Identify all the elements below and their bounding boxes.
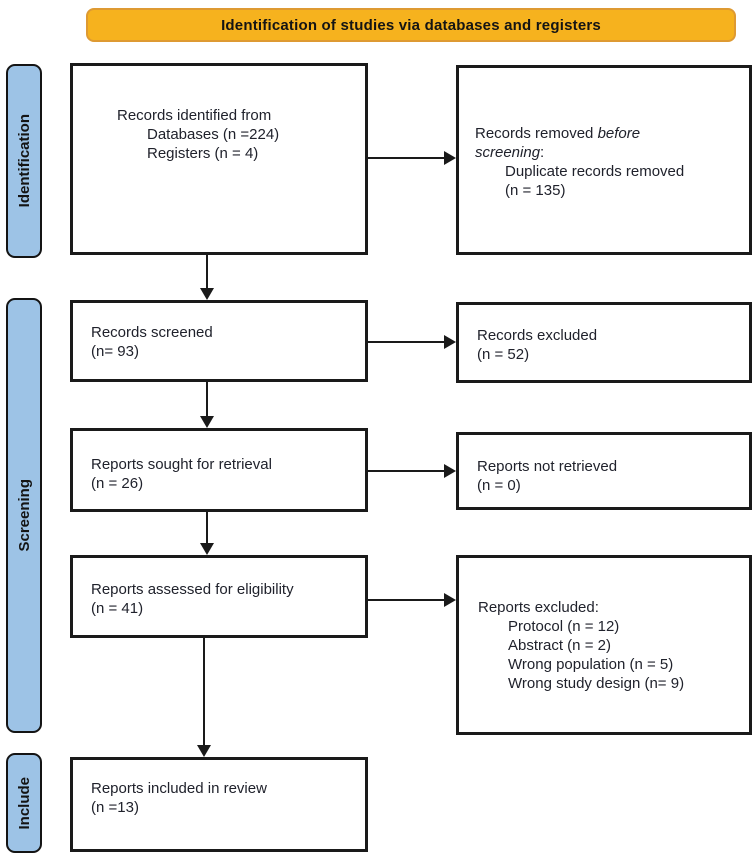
box-text-line: (n = 41) [91, 600, 144, 617]
box-text-segment-italic: screening [475, 144, 541, 161]
stage-include-text: Include [15, 776, 33, 830]
box-text-line: Registers (n = 4) [147, 145, 259, 162]
arrowhead-right-icon [444, 593, 456, 607]
box-text-segment: : [540, 144, 545, 161]
stage-label-include: Include [6, 753, 42, 853]
box-text-line: Reports excluded: [478, 599, 599, 616]
box-text-line: Reports included in review [91, 780, 267, 797]
box-text-line: Protocol (n = 12) [508, 618, 620, 635]
arrowhead-down-icon [200, 288, 214, 300]
box-text-line: (n= 93) [91, 343, 139, 360]
banner-identification-via-databases: Identification of studies via databases … [86, 8, 736, 42]
box-records-identified: Records identified from Databases (n =22… [70, 63, 368, 255]
arrowhead-right-icon [444, 464, 456, 478]
box-text-line: (n =13) [91, 799, 139, 816]
box-reports-included-in-review: Reports included in review (n =13) [70, 757, 368, 852]
arrowhead-down-icon [197, 745, 211, 757]
stage-identification-text: Identification [15, 114, 33, 208]
box-reports-not-retrieved: Reports not retrieved (n = 0) [456, 432, 752, 510]
arrowhead-right-icon [444, 151, 456, 165]
arrow-down-assessed-to-included [203, 638, 205, 746]
box-text-line: (n = 0) [477, 477, 521, 494]
box-text-line: Records removed before [475, 124, 741, 143]
arrow-down-sought-to-assessed [206, 512, 208, 544]
box-text-line: Records excluded [477, 327, 598, 344]
box-text-line: (n = 52) [477, 346, 530, 363]
box-text-line: Wrong population (n = 5) [508, 656, 674, 673]
box-text-line: Records identified from [117, 107, 272, 124]
box-reports-excluded-reasons: Reports excluded: Protocol (n = 12) Abst… [456, 555, 752, 735]
box-records-screened: Records screened (n= 93) [70, 300, 368, 382]
box-text-segment-italic: before [597, 125, 641, 142]
box-text-line: Reports sought for retrieval [91, 456, 272, 473]
stage-label-screening: Screening [6, 298, 42, 733]
stage-screening-text: Screening [15, 479, 33, 552]
box-text-line: Duplicate records removed [505, 163, 685, 180]
box-reports-sought-for-retrieval: Reports sought for retrieval (n = 26) [70, 428, 368, 512]
box-records-excluded: Records excluded (n = 52) [456, 302, 752, 383]
box-text-line: Reports not retrieved [477, 458, 618, 475]
box-text-line: (n = 135) [505, 182, 566, 199]
box-text-line: Wrong study design (n= 9) [508, 675, 685, 692]
arrow-down-screened-to-sought [206, 382, 208, 417]
box-text-segment: Records removed [475, 125, 598, 142]
box-reports-assessed-for-eligibility: Reports assessed for eligibility (n = 41… [70, 555, 368, 638]
arrowhead-down-icon [200, 416, 214, 428]
arrow-right-sought-to-not-retrieved [368, 470, 445, 472]
stage-label-identification: Identification [6, 64, 42, 258]
arrow-down-identified-to-screened [206, 255, 208, 289]
banner-label: Identification of studies via databases … [221, 16, 601, 34]
box-text-line: Reports assessed for eligibility [91, 581, 294, 598]
box-text-line: (n = 26) [91, 475, 144, 492]
arrow-right-identified-to-removed [368, 157, 445, 159]
box-text-line: Records screened [91, 324, 213, 341]
box-text-line: Databases (n =224) [147, 126, 280, 143]
box-text-line: screening: [475, 143, 741, 162]
box-text-line: Abstract (n = 2) [508, 637, 611, 654]
box-records-removed-before-screening: Records removed before screening: Duplic… [456, 65, 752, 255]
arrowhead-down-icon [200, 543, 214, 555]
arrow-right-screened-to-excluded [368, 341, 445, 343]
arrow-right-assessed-to-excluded [368, 599, 445, 601]
arrowhead-right-icon [444, 335, 456, 349]
